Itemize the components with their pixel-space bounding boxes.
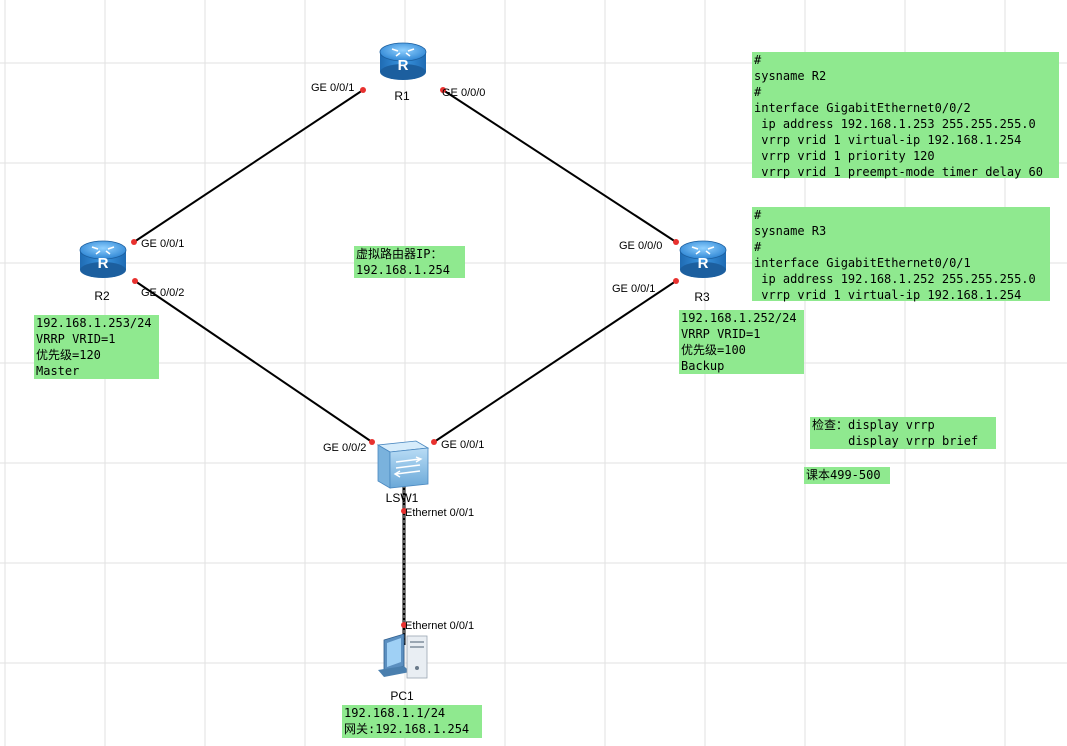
port-dot — [673, 239, 679, 245]
router-icon — [379, 42, 427, 81]
r2-config-note[interactable]: # sysname R2 # interface GigabitEthernet0/0… — [752, 52, 1059, 179]
port-dots — [131, 87, 679, 628]
note-line: 优先级=120 — [36, 348, 101, 362]
port-label-r3-ge001: GE 0/0/1 — [612, 283, 655, 295]
pc-pc1-label: PC1 — [390, 689, 414, 703]
switch-icon — [376, 440, 430, 489]
note-line: vrrp vrid 1 virtual-ip 192.168.1.254 — [754, 133, 1022, 147]
port-dot — [132, 278, 138, 284]
port-dot — [673, 278, 679, 284]
note-line: # — [754, 208, 762, 222]
note-line: sysname R2 — [754, 69, 827, 83]
port-dot — [369, 439, 375, 445]
switch-lsw1[interactable]: LSW1 — [376, 440, 430, 505]
note-line: 192.168.1.254 — [356, 263, 450, 277]
router-r1[interactable]: R1 — [379, 42, 427, 103]
port-label-r2-ge001: GE 0/0/1 — [141, 238, 184, 250]
r3-config-note[interactable]: # sysname R3 # interface GigabitEthernet0/0… — [752, 207, 1050, 302]
note-line: 课本499-500 — [806, 468, 881, 482]
links — [133, 89, 677, 443]
note-line: interface GigabitEthernet0/0/1 — [754, 256, 971, 270]
note-line: Backup — [681, 359, 725, 373]
note-line: VRRP VRID=1 — [36, 332, 116, 346]
textbook-pages-note[interactable]: 课本499-500 — [804, 467, 890, 484]
pc-icon — [378, 633, 428, 679]
note-line: VRRP VRID=1 — [681, 327, 761, 341]
note-line: 优先级=100 — [681, 343, 746, 357]
note-line: sysname R3 — [754, 224, 827, 238]
note-line: vrrp vrid 1 priority 120 — [754, 149, 935, 163]
router-r2[interactable]: R2 — [79, 240, 127, 303]
note-line: 检查：display vrrp — [812, 418, 935, 432]
note-line: vrrp vrid 1 preempt-mode timer delay 60 — [754, 165, 1043, 179]
port-label-lsw1-eth001: Ethernet 0/0/1 — [405, 507, 474, 519]
switch-lsw1-label: LSW1 — [386, 491, 419, 505]
router-icon — [679, 240, 727, 279]
port-dot — [440, 87, 446, 93]
port-label-lsw1-ge002: GE 0/0/2 — [323, 442, 366, 454]
port-dot — [131, 239, 137, 245]
note-line: interface GigabitEthernet0/0/2 — [754, 101, 971, 115]
note-line: 192.168.1.253/24 — [36, 316, 152, 330]
note-line: ip address 192.168.1.252 255.255.255.0 — [754, 272, 1036, 286]
port-label-pc1-eth001: Ethernet 0/0/1 — [405, 620, 474, 632]
check-commands-note[interactable]: 检查：display vrrp display vrrp brief — [810, 417, 996, 449]
note-line: Master — [36, 364, 80, 378]
note-line: # — [754, 53, 762, 67]
port-label-lsw1-ge001: GE 0/0/1 — [441, 439, 484, 451]
note-line: 192.168.1.252/24 — [681, 311, 797, 325]
note-line: ip address 192.168.1.253 255.255.255.0 — [754, 117, 1036, 131]
note-line: 虚拟路由器IP： — [356, 247, 443, 261]
port-dot — [401, 622, 407, 628]
note-line: vrrp vrid 1 virtual-ip 192.168.1.254 — [754, 288, 1022, 302]
router-r1-label: R1 — [394, 89, 410, 103]
router-r3-label: R3 — [694, 290, 710, 304]
pc-pc1[interactable]: PC1 — [378, 633, 428, 703]
link-r3-lsw1[interactable] — [433, 280, 677, 443]
port-dot — [360, 87, 366, 93]
port-label-r3-ge000: GE 0/0/0 — [619, 240, 662, 252]
router-icon — [79, 240, 127, 279]
port-label-r2-ge002: GE 0/0/2 — [141, 287, 184, 299]
virtual-router-ip-note[interactable]: 虚拟路由器IP： 192.168.1.254 — [354, 246, 465, 278]
pc1-info-note[interactable]: 192.168.1.1/24 网关:192.168.1.254 — [342, 705, 482, 738]
link-r1-r2[interactable] — [133, 89, 364, 243]
link-r1-r3[interactable] — [442, 89, 677, 243]
port-label-r1-ge001: GE 0/0/1 — [311, 82, 354, 94]
port-dot — [401, 508, 407, 514]
note-line: display vrrp brief — [812, 434, 979, 448]
note-line: 网关:192.168.1.254 — [344, 722, 470, 736]
link-r2-lsw1[interactable] — [134, 280, 373, 443]
port-dot — [431, 439, 437, 445]
router-r3[interactable]: R3 — [679, 240, 727, 304]
note-line: # — [754, 85, 762, 99]
note-line: # — [754, 240, 762, 254]
port-label-r1-ge000: GE 0/0/0 — [442, 87, 485, 99]
router-r2-label: R2 — [94, 289, 110, 303]
note-line: 192.168.1.1/24 — [344, 706, 446, 720]
